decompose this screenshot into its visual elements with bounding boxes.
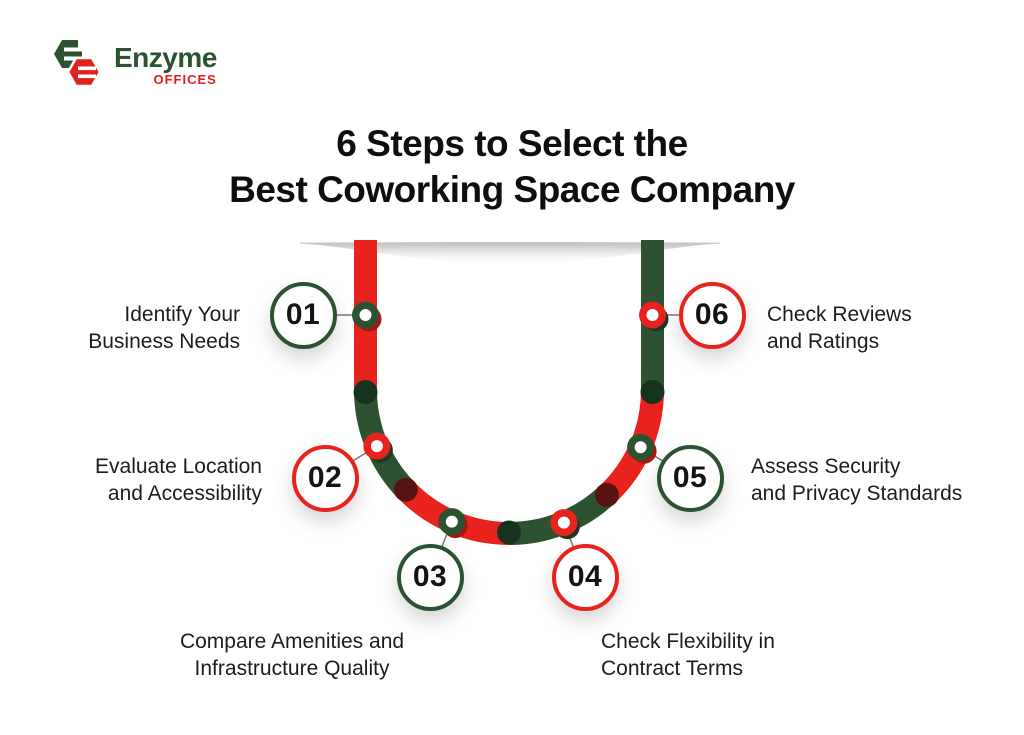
step-label-03: Compare Amenities and Infrastructure Qua…	[146, 628, 438, 682]
node-hole	[634, 441, 647, 454]
step-label-line: Evaluate Location	[95, 455, 262, 478]
surface-shadow-line	[299, 241, 721, 244]
step-label-line: and Accessibility	[107, 482, 262, 505]
step-label-line: Contract Terms	[601, 657, 743, 680]
enzyme-logo-icon	[54, 40, 102, 88]
step-label-line: Compare Amenities and	[179, 630, 405, 653]
step-label-line: and Ratings	[767, 330, 880, 353]
step-label-line: Business Needs	[88, 330, 240, 353]
step-circle-02: 02	[291, 444, 359, 512]
step-number: 01	[285, 298, 321, 331]
step-circle-03: 03	[396, 543, 464, 611]
step-label-line: Assess Security	[751, 455, 901, 478]
node-hole	[370, 440, 383, 453]
logo-name: Enzyme	[114, 42, 217, 73]
step-number: 06	[694, 298, 730, 331]
step-label-04: Check Flexibility in Contract Terms	[601, 628, 851, 682]
title-line-1: 6 Steps to Select the	[336, 123, 688, 164]
surface-shadow	[300, 242, 720, 264]
logo-suffix: OFFICES	[153, 72, 217, 87]
step-label-06: Check Reviews and Ratings	[767, 301, 977, 355]
title-line-2: Best Coworking Space Company	[229, 169, 795, 210]
step-number: 04	[567, 560, 603, 593]
step-number: 02	[307, 461, 343, 494]
transition-dots	[353, 380, 665, 545]
node-rings	[352, 301, 669, 540]
step-label-line: Check Flexibility in	[601, 630, 775, 653]
logo: Enzyme OFFICES	[54, 38, 217, 92]
step-circle-01: 01	[269, 281, 337, 349]
step-label-line: Check Reviews	[767, 303, 912, 326]
node-hole	[646, 309, 659, 321]
step-label-line: and Privacy Standards	[751, 482, 963, 505]
step-label-02: Evaluate Location and Accessibility	[18, 453, 262, 507]
node-hole	[359, 309, 372, 321]
node-hole	[445, 515, 458, 528]
transition-dot	[594, 482, 619, 507]
step-label-05: Assess Security and Privacy Standards	[751, 453, 1011, 507]
transition-dot	[497, 520, 521, 545]
transition-dot	[353, 380, 378, 404]
transition-dot	[640, 380, 665, 404]
step-label-line: Infrastructure Quality	[194, 657, 390, 680]
step-circle-04: 04	[551, 543, 619, 611]
node-hole	[557, 516, 570, 529]
step-label-line: Identify Your	[124, 303, 240, 326]
page-title: 6 Steps to Select the Best Coworking Spa…	[0, 121, 1024, 213]
transition-dot	[393, 477, 418, 502]
step-circle-05: 05	[656, 444, 724, 512]
step-label-01: Identify Your Business Needs	[18, 301, 240, 355]
step-number: 03	[412, 560, 448, 593]
step-circle-06: 06	[678, 281, 746, 349]
logo-text: Enzyme OFFICES	[114, 42, 217, 88]
step-number: 05	[672, 461, 708, 494]
